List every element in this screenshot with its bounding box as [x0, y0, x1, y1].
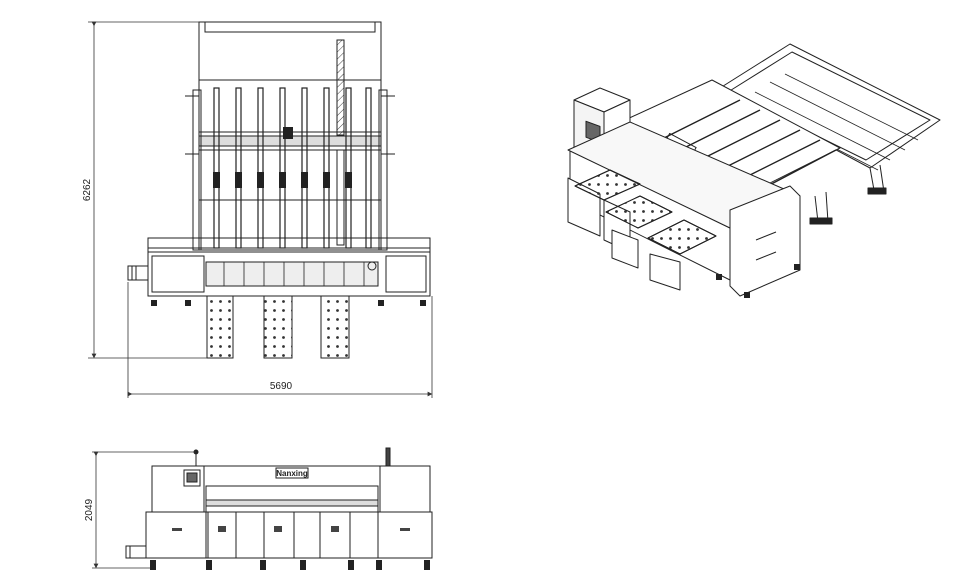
front-view	[125, 447, 433, 570]
dimension-label-6262: 6262	[82, 178, 93, 201]
isometric-view	[567, 43, 941, 298]
dimension-height-front	[92, 451, 196, 569]
air-tables	[206, 295, 350, 359]
dimension-width-top	[127, 282, 433, 398]
top-view	[127, 21, 431, 359]
brand-logo-plate	[275, 467, 309, 479]
dimension-height-top	[88, 21, 207, 359]
brand-logo: Nanxing	[276, 469, 308, 478]
dimension-label-2049: 2049	[84, 498, 95, 521]
push-bars	[213, 87, 372, 249]
dimension-label-5690: 5690	[270, 381, 293, 392]
iso-air-tables	[574, 169, 717, 291]
